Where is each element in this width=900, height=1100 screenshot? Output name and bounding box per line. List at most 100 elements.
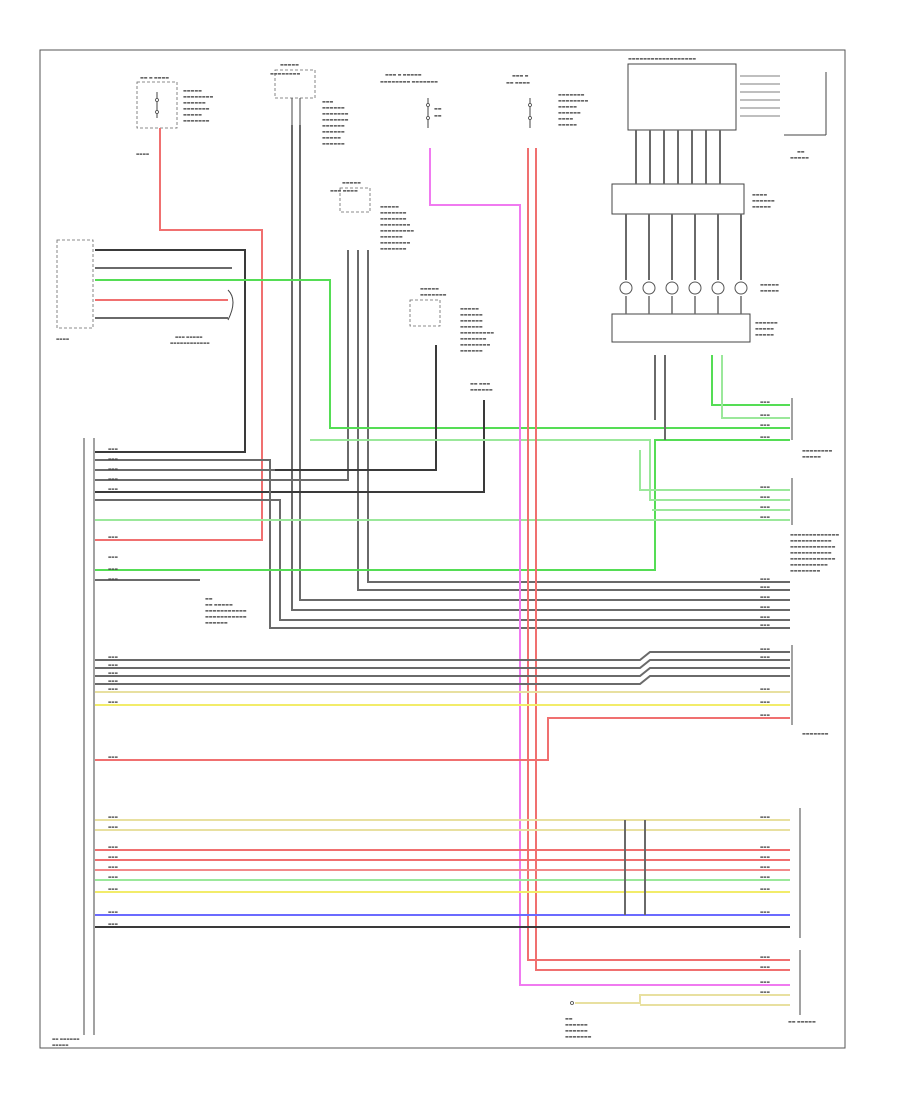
wire-tag: ▬▬▬: [108, 700, 118, 704]
svg-text:▬▬▬▬▬▬▬▬▬▬▬▬▬▬▬▬▬▬: ▬▬▬▬▬▬▬▬▬▬▬▬▬▬▬▬▬▬: [628, 56, 696, 61]
wire-tag: ▬▬▬: [108, 755, 118, 759]
wire-tag: ▬▬▬: [108, 535, 118, 539]
bulb-row: [619, 281, 748, 295]
wire-tag: ▬▬▬: [760, 875, 770, 879]
wire-tag: ▬▬▬: [108, 845, 118, 849]
wire-tag: ▬▬▬: [760, 845, 770, 849]
svg-text:▬▬▬▬: ▬▬▬▬: [136, 152, 149, 156]
svg-text:▬▬▬▬▬: ▬▬▬▬▬: [755, 326, 774, 331]
wire-tag: ▬▬▬: [760, 435, 770, 439]
wire-tag: ▬▬▬: [108, 663, 118, 667]
wire-tag: ▬▬▬: [760, 887, 770, 891]
svg-text:▬▬▬ ▬▬▬▬▬: ▬▬▬ ▬▬▬▬▬: [175, 335, 203, 339]
wire-31: [95, 667, 790, 677]
svg-text:▬▬: ▬▬: [565, 1016, 573, 1021]
svg-text:▬▬▬▬▬▬▬: ▬▬▬▬▬▬▬: [380, 246, 407, 251]
svg-text:▬▬▬▬▬: ▬▬▬▬▬: [558, 122, 577, 127]
wire-tag: ▬▬▬: [108, 875, 118, 879]
svg-text:▬▬▬▬▬▬▬▬▬▬▬▬▬: ▬▬▬▬▬▬▬▬▬▬▬▬▬: [790, 532, 839, 537]
wire-tag: ▬▬▬: [760, 423, 770, 427]
wire-23: [639, 450, 790, 491]
wire-label-layer: ▬▬▬▬▬▬▬▬▬▬▬▬▬▬▬▬▬▬▬▬▬▬▬▬▬▬▬▬▬▬▬▬▬▬▬▬▬▬▬▬…: [108, 400, 770, 994]
svg-text:▬▬▬▬▬▬▬▬: ▬▬▬▬▬▬▬▬: [802, 448, 832, 453]
svg-text:▬▬▬▬▬: ▬▬▬▬▬: [322, 135, 341, 140]
svg-text:▬▬▬▬▬▬▬▬: ▬▬▬▬▬▬▬▬: [790, 568, 820, 573]
fuse-right: ▬▬▬ ▬ ▬▬ ▬▬▬▬ ▬▬▬▬▬▬▬ ▬▬▬▬▬▬▬▬ ▬▬▬▬▬ ▬▬▬…: [506, 73, 588, 128]
svg-text:▬▬▬▬▬▬▬: ▬▬▬▬▬▬▬: [322, 111, 349, 116]
svg-text:▬▬▬▬▬: ▬▬▬▬▬: [342, 180, 361, 185]
wire-tag: ▬▬▬: [760, 980, 770, 984]
wire-tag: ▬▬▬: [108, 825, 118, 829]
wire-tag: ▬▬▬: [760, 623, 770, 627]
wire-47: [575, 994, 790, 1004]
wire-12: [95, 400, 485, 493]
svg-text:▬▬▬▬▬▬▬▬: ▬▬▬▬▬▬▬▬: [183, 94, 213, 99]
svg-text:▬▬▬▬▬: ▬▬▬▬▬: [280, 62, 299, 67]
svg-text:▬▬▬▬▬▬▬: ▬▬▬▬▬▬▬: [183, 106, 210, 111]
svg-text:▬▬▬▬▬: ▬▬▬▬▬: [802, 454, 821, 459]
svg-text:▬▬▬▬▬▬▬: ▬▬▬▬▬▬▬: [322, 117, 349, 122]
svg-text:▬▬▬▬▬▬: ▬▬▬▬▬▬: [322, 123, 345, 128]
bulb-icon: [734, 281, 748, 295]
wire-tag: ▬▬▬: [108, 567, 118, 571]
svg-text:▬▬▬▬▬▬▬: ▬▬▬▬▬▬▬: [460, 336, 487, 341]
wire-tag: ▬▬▬: [760, 605, 770, 609]
wire-tag: ▬▬▬: [108, 671, 118, 675]
svg-text:▬▬▬▬▬▬▬▬▬: ▬▬▬▬▬▬▬▬▬: [380, 228, 414, 233]
wire-tag: ▬▬▬: [760, 585, 770, 589]
wire-tag: ▬▬▬: [760, 687, 770, 691]
svg-text:▬▬▬▬▬▬: ▬▬▬▬▬▬: [565, 1022, 588, 1027]
wire-tag: ▬▬▬: [760, 655, 770, 659]
svg-text:▬▬▬▬▬▬▬▬: ▬▬▬▬▬▬▬▬: [270, 71, 300, 76]
wire-3: [95, 250, 349, 481]
svg-text:▬▬▬▬▬▬▬▬: ▬▬▬▬▬▬▬▬: [558, 98, 588, 103]
bulb-icon: [711, 281, 725, 295]
wire-22: [310, 439, 790, 501]
svg-text:▬▬▬▬▬: ▬▬▬▬▬: [752, 204, 771, 209]
svg-text:▬▬▬▬▬▬: ▬▬▬▬▬▬: [558, 110, 581, 115]
svg-text:▬▬▬▬: ▬▬▬▬: [752, 192, 767, 197]
svg-text:▬▬▬▬▬▬: ▬▬▬▬▬▬: [322, 105, 345, 110]
svg-text:▬▬▬▬▬: ▬▬▬▬▬: [790, 155, 809, 160]
svg-text:▬▬▬▬▬▬▬▬▬▬▬▬: ▬▬▬▬▬▬▬▬▬▬▬▬: [790, 544, 836, 549]
control-module-left: ▬▬ ▬▬▬▬▬▬ ▬▬▬▬▬: [52, 438, 95, 1047]
wire-29: [95, 651, 790, 661]
wire-tag: ▬▬▬: [760, 700, 770, 704]
svg-text:▬▬ ▬ ▬▬▬▬: ▬▬ ▬ ▬▬▬▬: [140, 75, 169, 80]
bulb-icon: [665, 281, 679, 295]
svg-text:▬▬: ▬▬: [797, 149, 805, 154]
svg-text:▬▬: ▬▬: [434, 113, 442, 118]
svg-text:▬▬▬▬▬▬▬: ▬▬▬▬▬▬▬: [420, 292, 447, 297]
wire-tag: ▬▬▬: [108, 865, 118, 869]
bulb-icon: [642, 281, 656, 295]
wire-8: [95, 279, 790, 429]
svg-text:▬▬▬▬▬▬▬▬▬▬▬: ▬▬▬▬▬▬▬▬▬▬▬: [790, 550, 832, 555]
svg-text:▬▬▬▬▬: ▬▬▬▬▬: [183, 112, 202, 117]
wire-13: [95, 459, 790, 629]
svg-text:▬▬▬▬▬▬▬▬▬▬▬: ▬▬▬▬▬▬▬▬▬▬▬: [205, 608, 247, 613]
wire-layer: [95, 125, 790, 1006]
wire-30: [95, 659, 790, 669]
wire-tag: ▬▬▬: [760, 413, 770, 417]
wire-6: [95, 249, 246, 453]
wire-1: [291, 125, 790, 611]
svg-text:▬▬▬▬▬▬▬: ▬▬▬▬▬▬▬: [802, 731, 829, 736]
svg-text:▬▬▬▬▬▬▬▬▬▬: ▬▬▬▬▬▬▬▬▬▬: [790, 562, 828, 567]
svg-text:▬▬▬▬▬▬: ▬▬▬▬▬▬: [565, 1028, 588, 1033]
wire-tag: ▬▬▬: [108, 487, 118, 491]
left-switch-mid: ▬▬ ▬▬ ▬▬▬▬▬ ▬▬▬▬▬▬▬▬▬▬▬ ▬▬▬▬▬▬▬▬▬▬▬ ▬▬▬▬…: [205, 596, 247, 625]
svg-text:▬▬▬▬▬: ▬▬▬▬▬: [460, 306, 479, 311]
wire-27: [527, 148, 790, 961]
svg-text:▬▬▬▬▬▬: ▬▬▬▬▬▬: [380, 234, 403, 239]
svg-text:▬▬▬▬▬: ▬▬▬▬▬: [558, 104, 577, 109]
svg-text:▬▬▬▬▬▬▬: ▬▬▬▬▬▬▬: [183, 118, 210, 123]
svg-text:▬▬▬▬▬: ▬▬▬▬▬: [420, 286, 439, 291]
svg-text:▬▬▬ ▬▬▬▬: ▬▬▬ ▬▬▬▬: [330, 188, 358, 193]
svg-text:▬▬▬▬▬▬: ▬▬▬▬▬▬: [322, 129, 345, 134]
wire-tag: ▬▬▬: [108, 687, 118, 691]
wire-tag: ▬▬▬: [760, 713, 770, 717]
wire-20: [711, 355, 790, 406]
display-module: ▬▬▬▬▬▬▬▬▬▬▬▬▬▬▬▬▬▬ ▬▬▬▬ ▬▬▬▬▬▬ ▬▬▬▬▬ ▬▬▬…: [611, 56, 827, 343]
wire-tag: ▬▬▬: [760, 955, 770, 959]
wire-2: [299, 125, 790, 601]
